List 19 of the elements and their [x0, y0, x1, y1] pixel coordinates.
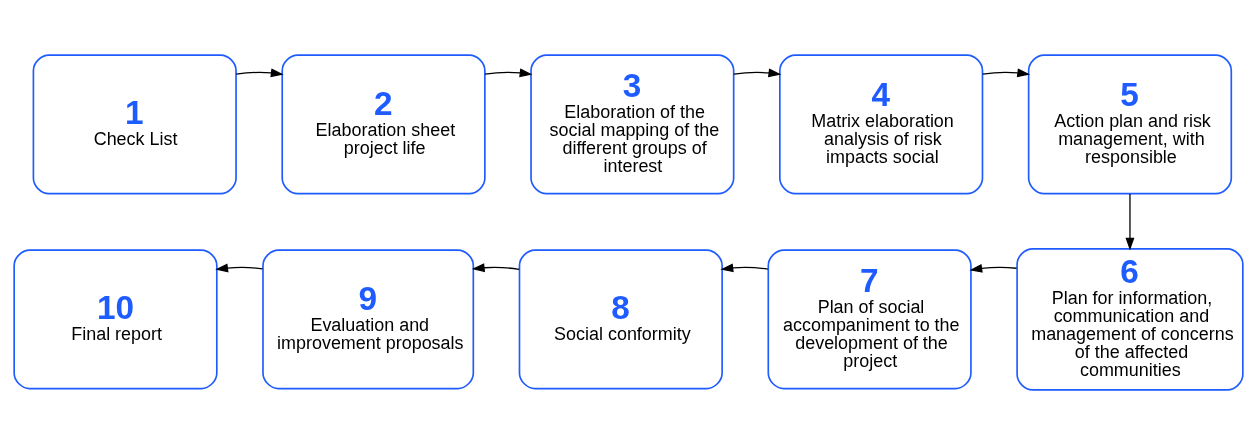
node-box: 2 Elaboration sheet project life [281, 54, 486, 195]
node-box: 4 Matrix elaboration analysis of risk impacts social [779, 54, 984, 195]
arrow [215, 263, 264, 273]
arrow [1125, 193, 1135, 251]
node-box: 1 Check List [32, 54, 237, 195]
node-box: 10 Final report [13, 249, 218, 390]
arrow [471, 263, 520, 273]
node-box: 8 Social conformity [518, 249, 723, 390]
node-box: 6 Plan for information, communication and management of concerns of the affected communities [1016, 247, 1244, 391]
arrow [484, 68, 533, 78]
arrow [720, 263, 769, 273]
node-box: 7 Plan of social accompaniment to the development of the project [767, 249, 972, 390]
arrow [969, 263, 1018, 273]
arrow [235, 68, 284, 78]
node-box: 5 Action plan and risk management, with responsible [1027, 54, 1233, 195]
node-box: 3 Elaboration of the social mapping of the different groups of interest [530, 54, 735, 195]
node-box: 9 Evaluation and improvement proposals [262, 249, 475, 390]
arrow [733, 68, 782, 78]
arrow [982, 68, 1031, 78]
